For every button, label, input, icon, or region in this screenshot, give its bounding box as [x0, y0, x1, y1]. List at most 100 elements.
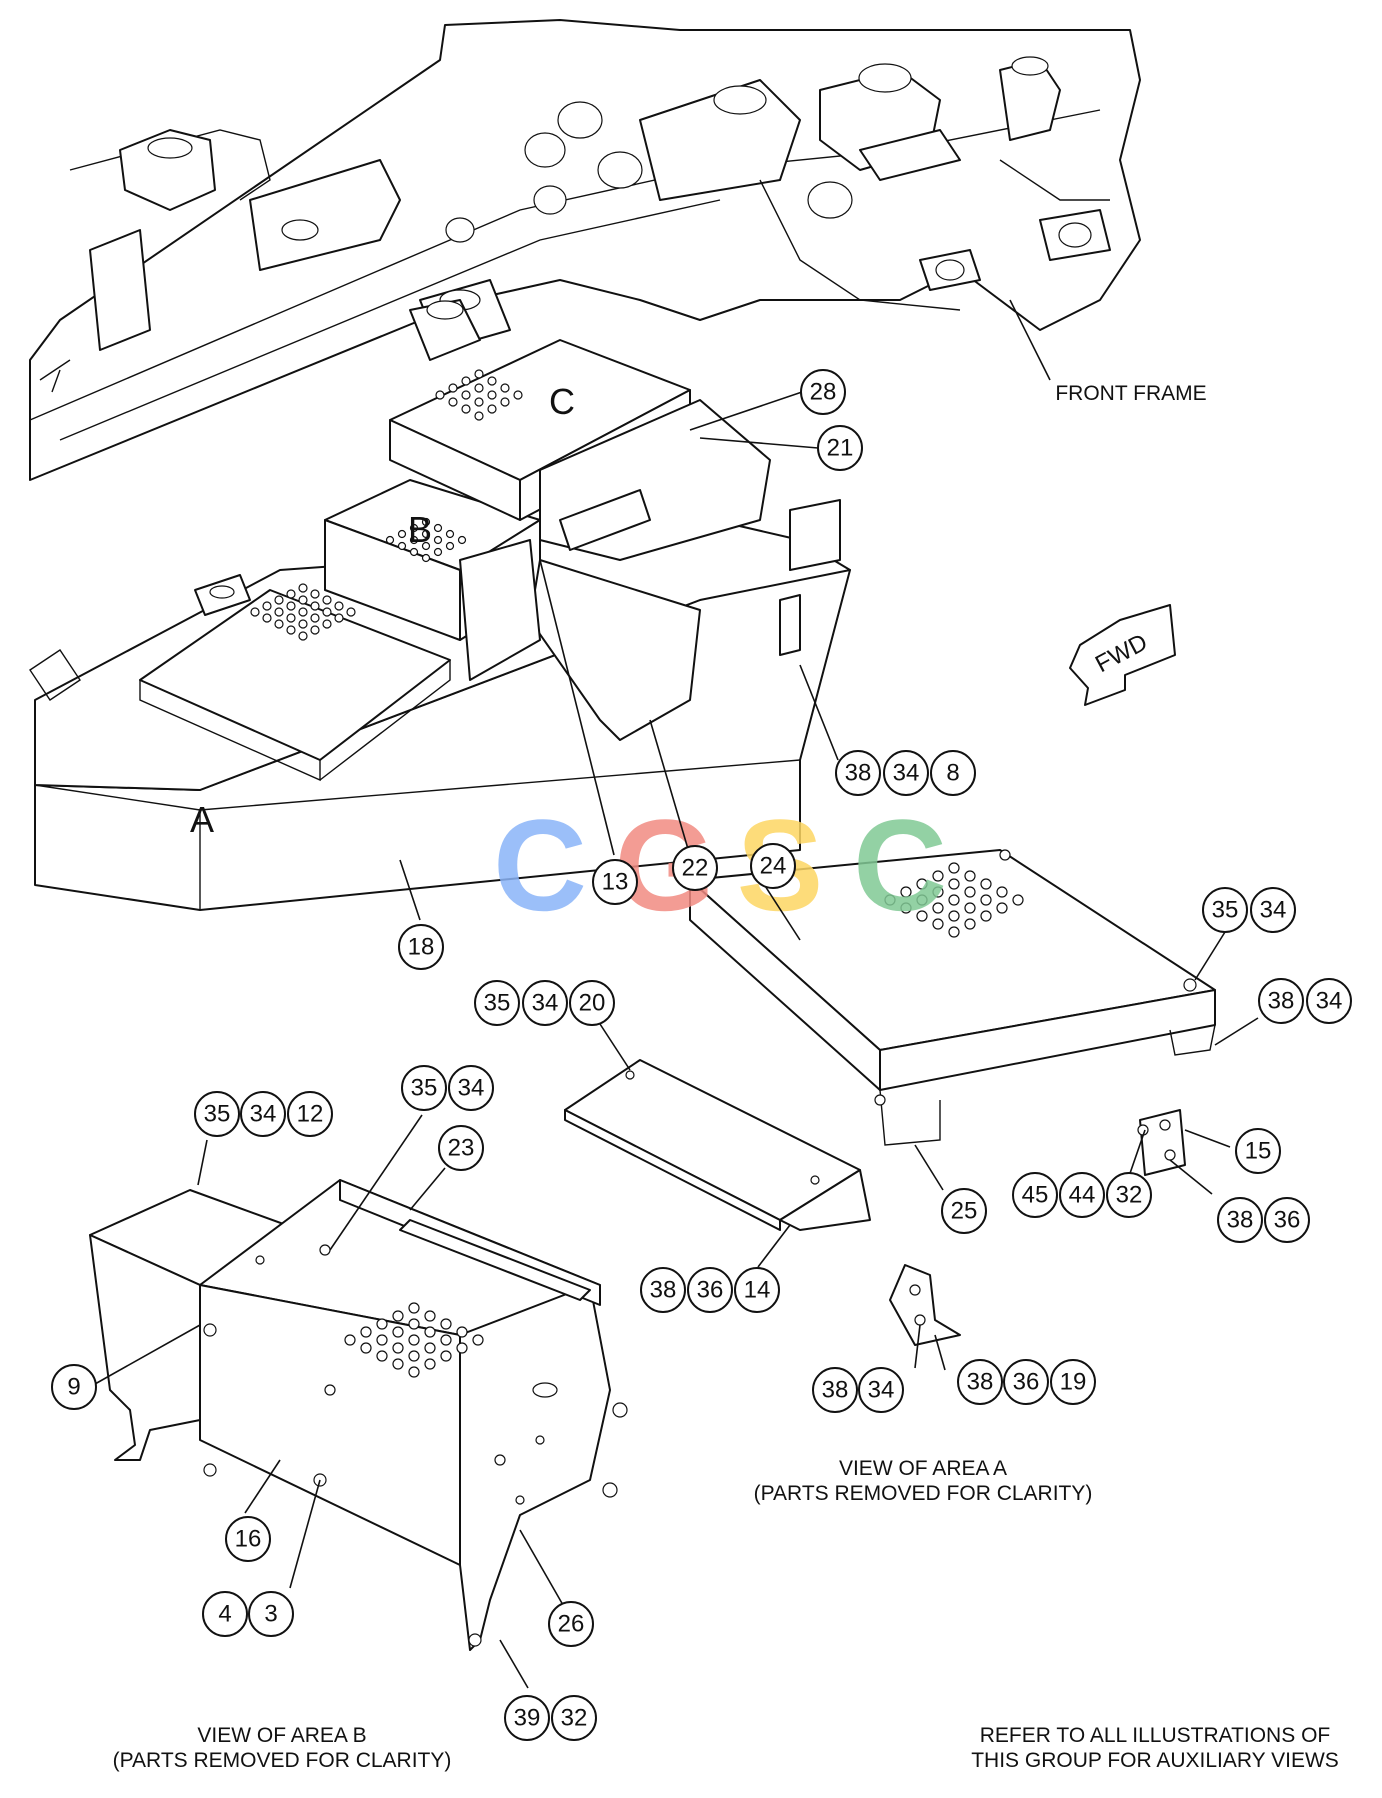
svg-text:18: 18 — [408, 934, 435, 961]
perforation-hole — [948, 894, 960, 906]
svg-text:36: 36 — [1274, 1207, 1301, 1234]
perforation-hole — [322, 607, 332, 617]
perforation-hole — [286, 625, 296, 635]
perforation-hole — [334, 613, 344, 623]
refer-note-line1: REFER TO ALL ILLUSTRATIONS OF — [980, 1724, 1330, 1747]
callout-36-b[interactable]: 36 — [687, 1267, 733, 1313]
svg-text:13: 13 — [602, 869, 629, 896]
svg-text:24: 24 — [760, 853, 787, 880]
perforation-hole — [487, 390, 497, 400]
callout-19[interactable]: 19 — [1050, 1359, 1096, 1405]
perforation-hole — [409, 547, 419, 557]
perforation-hole — [884, 894, 896, 906]
perforation-hole — [286, 601, 296, 611]
perforation-hole — [435, 390, 445, 400]
perforation-hole — [445, 541, 455, 551]
callout-9[interactable]: 9 — [51, 1364, 97, 1410]
perforation-hole — [397, 529, 407, 539]
svg-text:38: 38 — [1227, 1207, 1254, 1234]
area-c-label: C — [549, 381, 575, 422]
callout-16[interactable]: 16 — [225, 1516, 271, 1562]
callout-38-c[interactable]: 38 — [1217, 1197, 1263, 1243]
perforation-hole — [274, 619, 284, 629]
callout-13[interactable]: 13 — [592, 859, 638, 905]
callout-23[interactable]: 23 — [438, 1125, 484, 1171]
callout-32-b[interactable]: 32 — [551, 1695, 597, 1741]
svg-text:44: 44 — [1069, 1182, 1096, 1209]
svg-text:38: 38 — [845, 760, 872, 787]
callout-35-d[interactable]: 35 — [401, 1065, 447, 1111]
callout-38-b[interactable]: 38 — [1258, 978, 1304, 1024]
callout-36-a[interactable]: 36 — [1264, 1197, 1310, 1243]
callout-8[interactable]: 8 — [930, 750, 976, 796]
perforation-hole — [392, 1342, 404, 1354]
callout-22[interactable]: 22 — [672, 845, 718, 891]
perforation-hole — [964, 886, 976, 898]
perforation-hole — [310, 625, 320, 635]
callout-24[interactable]: 24 — [750, 843, 796, 889]
perforation-hole — [421, 553, 431, 563]
perforation-hole — [310, 601, 320, 611]
perforation-hole — [900, 902, 912, 914]
callout-34-g[interactable]: 34 — [858, 1367, 904, 1413]
area-b-parts-drawing — [89, 1179, 628, 1651]
callout-12[interactable]: 12 — [287, 1091, 333, 1137]
perforation-hole — [408, 1334, 420, 1346]
callout-34-a[interactable]: 34 — [883, 750, 929, 796]
callout-34-e[interactable]: 34 — [240, 1091, 286, 1137]
callout-44[interactable]: 44 — [1059, 1172, 1105, 1218]
svg-text:16: 16 — [235, 1526, 262, 1553]
callout-14[interactable]: 14 — [734, 1267, 780, 1313]
callout-38-d[interactable]: 38 — [640, 1267, 686, 1313]
perforation-hole — [474, 411, 484, 421]
callout-39[interactable]: 39 — [504, 1695, 550, 1741]
perforation-hole — [964, 902, 976, 914]
watermark-letter-1: C — [493, 792, 587, 938]
callout-34-d[interactable]: 34 — [522, 980, 568, 1026]
callout-34-c[interactable]: 34 — [1306, 978, 1352, 1024]
perforation-hole — [433, 523, 443, 533]
callout-35-b[interactable]: 35 — [474, 980, 520, 1026]
perforation-hole — [433, 535, 443, 545]
callout-45[interactable]: 45 — [1012, 1172, 1058, 1218]
svg-text:34: 34 — [868, 1377, 895, 1404]
perforation-hole — [948, 878, 960, 890]
svg-text:23: 23 — [448, 1135, 475, 1162]
callout-25[interactable]: 25 — [941, 1188, 987, 1234]
callout-bubbles: 28 21 38 34 8 13 22 24 18 35 34 38 34 35… — [51, 369, 1352, 1741]
perforation-hole — [262, 601, 272, 611]
callout-35-a[interactable]: 35 — [1202, 887, 1248, 933]
callout-38-e[interactable]: 38 — [812, 1367, 858, 1413]
perforation-hole — [996, 886, 1008, 898]
callout-38-f[interactable]: 38 — [957, 1359, 1003, 1405]
perforation-hole — [298, 631, 308, 641]
perforation-hole — [916, 878, 928, 890]
callout-35-c[interactable]: 35 — [194, 1091, 240, 1137]
svg-text:4: 4 — [218, 1601, 231, 1628]
perforation-hole — [274, 607, 284, 617]
perforation-hole — [474, 369, 484, 379]
svg-text:32: 32 — [561, 1705, 588, 1732]
callout-36-c[interactable]: 36 — [1003, 1359, 1049, 1405]
callout-20[interactable]: 20 — [569, 980, 615, 1026]
cgsc-watermark: C G S C — [493, 792, 947, 938]
callout-15[interactable]: 15 — [1235, 1128, 1281, 1174]
svg-text:20: 20 — [579, 990, 606, 1017]
svg-text:32: 32 — [1116, 1182, 1143, 1209]
callout-34-b[interactable]: 34 — [1250, 887, 1296, 933]
callout-21[interactable]: 21 — [817, 425, 863, 471]
callout-18[interactable]: 18 — [398, 924, 444, 970]
rear-chassis-drawing — [29, 299, 851, 911]
callout-38-a[interactable]: 38 — [835, 750, 881, 796]
callout-26[interactable]: 26 — [548, 1601, 594, 1647]
callout-32-a[interactable]: 32 — [1106, 1172, 1152, 1218]
callout-3[interactable]: 3 — [248, 1591, 294, 1637]
callout-34-f[interactable]: 34 — [448, 1065, 494, 1111]
callout-28[interactable]: 28 — [800, 369, 846, 415]
callout-4[interactable]: 4 — [202, 1591, 248, 1637]
svg-text:34: 34 — [458, 1075, 485, 1102]
svg-text:25: 25 — [951, 1198, 978, 1225]
view-b-caption-line2: (PARTS REMOVED FOR CLARITY) — [113, 1749, 452, 1772]
perforation-hole — [322, 595, 332, 605]
perforation-hole — [900, 886, 912, 898]
